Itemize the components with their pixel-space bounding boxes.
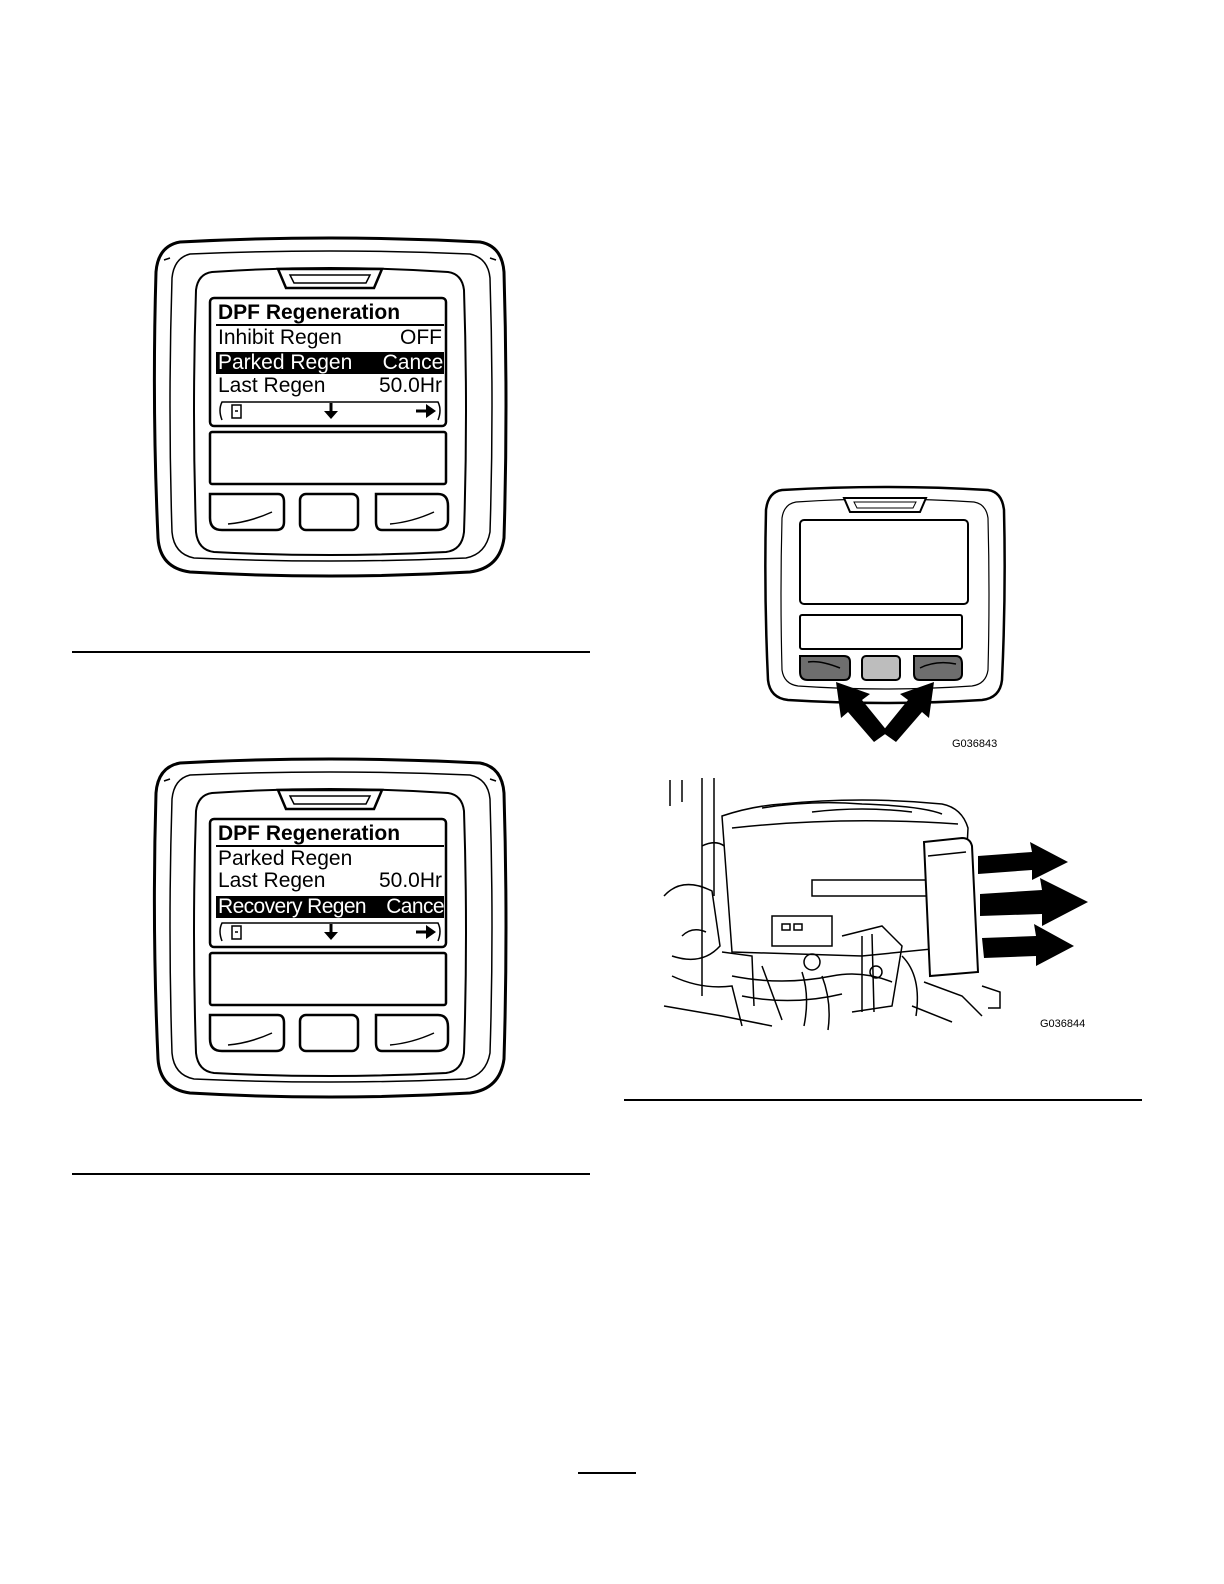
exhaust-arrow-bottom-icon <box>982 924 1074 966</box>
exit-icon <box>232 405 241 418</box>
arrow-down-icon <box>324 924 338 940</box>
section-divider <box>72 651 590 653</box>
section-divider <box>72 1173 590 1175</box>
figure-code: G036843 <box>952 738 997 750</box>
infocenter-figure-2: DPF Regeneration Parked Regen Last Regen… <box>150 753 510 1103</box>
nav-bar <box>216 400 444 422</box>
figure-code: G036844 <box>1040 1018 1085 1030</box>
screen-title: DPF Regeneration <box>216 823 444 847</box>
section-divider <box>624 1099 1142 1101</box>
screen-title: DPF Regeneration <box>216 302 444 326</box>
arrow-down-icon <box>324 403 338 419</box>
machine-exhaust-figure: G036844 <box>662 776 1102 1036</box>
menu-row-parked-regen: Parked Regen <box>216 848 444 870</box>
page-number-bar <box>578 1472 636 1474</box>
nav-bar <box>216 921 444 943</box>
exit-icon <box>232 926 241 939</box>
arrow-right-icon <box>416 925 436 939</box>
arrow-right-icon <box>416 404 436 418</box>
exhaust-arrow-top-icon <box>978 842 1068 880</box>
infocenter-buttons-figure: G036843 <box>760 484 1010 754</box>
exhaust-arrow-middle-icon <box>980 878 1088 926</box>
